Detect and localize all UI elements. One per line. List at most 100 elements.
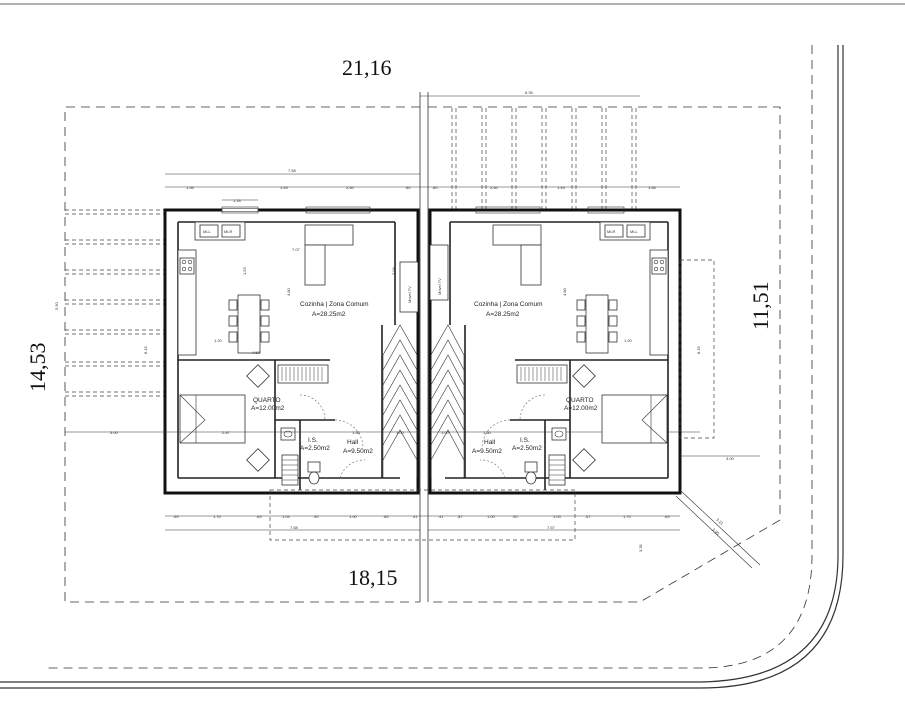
diag-dim-1: 3.21	[715, 517, 725, 526]
site-boundary-outer	[0, 45, 839, 683]
dim-quarto-287: 2.87	[222, 430, 231, 435]
dim-bottom-b8: .41	[412, 514, 418, 519]
chair-left-1	[228, 299, 238, 311]
unit-right: MLR MLL Móvel TV	[428, 206, 701, 495]
unit-right-outer-wall	[428, 208, 682, 495]
dim-left-815: 8.15	[143, 345, 148, 354]
mlr-label-right: MLR	[607, 229, 616, 234]
hall-left-name: Hall	[347, 439, 359, 446]
mll-label-left: MLL	[203, 229, 212, 234]
chair-left-5	[260, 315, 270, 327]
overall-width-bottom: 18,15	[348, 565, 398, 590]
movel-tv-left: Movel TV	[407, 286, 412, 303]
is-left-area: A=2.50m2	[300, 445, 330, 452]
dim-left-707: 7.07	[292, 247, 301, 252]
chair-right-2	[576, 315, 586, 327]
mlr-box-left	[221, 224, 241, 238]
bed-right	[601, 394, 668, 444]
quarto-left-name: QUARTO	[253, 397, 281, 404]
dim-left-450: 4.50	[252, 350, 261, 355]
counter-side-right	[649, 249, 669, 356]
dim-bottom-b14: .67	[585, 514, 591, 519]
chair-left-6	[260, 331, 270, 343]
exterior-dashed-box	[679, 259, 715, 439]
window-left-1-frame	[221, 206, 259, 214]
stove-right	[651, 257, 667, 275]
window-right-1-frame	[587, 206, 625, 214]
chair-left-2	[228, 315, 238, 327]
kitchen-left-name: Cozinha | Zona Comum	[300, 301, 369, 308]
road-centerline	[48, 45, 813, 669]
dim-bottom-b12: .50	[512, 514, 518, 519]
dim-top-total: 7.58	[288, 168, 297, 173]
dim-left-120: 1.20	[214, 338, 223, 343]
dim-hall-100-right: 1.00	[441, 430, 450, 435]
mll-box-right	[626, 224, 646, 238]
chair-right-3	[576, 331, 586, 343]
dim-right-815: 8.15	[696, 345, 701, 354]
dim-hall-150-right: 1.50	[483, 430, 492, 435]
door-swing-left-3	[339, 459, 366, 479]
dim-bottom-b7: .85	[383, 514, 389, 519]
dim-right-335: 3.35	[638, 543, 643, 552]
chair-right-4	[608, 299, 618, 311]
is-right-area: A=2.50m2	[512, 445, 542, 452]
quarto-right-name: QUARTO	[566, 397, 594, 404]
window-left-2-frame	[305, 206, 371, 214]
sofa-right-seat	[520, 244, 542, 286]
dim-left-153: 1.53	[242, 266, 247, 275]
dim-bottom-total-left: 7.58	[290, 525, 299, 530]
dim-bottom-b13: 1.03	[553, 514, 562, 519]
movel-tv-right: Móvel TV	[437, 278, 442, 295]
is-left-name: I.S.	[308, 437, 318, 444]
sofa-left-back	[304, 224, 354, 246]
overall-depth-right: 11,51	[748, 281, 773, 330]
dim-bottom-b16: .69	[664, 514, 670, 519]
kitchen-left-area: A=28.25m2	[312, 311, 346, 318]
dim-hall-100-left: 1.00	[396, 430, 405, 435]
parking-stripes-right	[451, 108, 637, 210]
stairs-right	[430, 324, 465, 478]
dim-bottom-b9: .41	[438, 514, 444, 519]
covered-area-dashed	[269, 489, 576, 541]
parking-stripes-left	[65, 209, 165, 397]
dim-bottom-b11: 1.00	[487, 514, 496, 519]
mll-label-right: MLL	[630, 229, 639, 234]
dim-bottom-total-right: 7.57	[547, 525, 556, 530]
tv-unit-right	[429, 244, 449, 301]
stove-left	[179, 257, 195, 275]
bed-left	[179, 394, 246, 444]
lot-left-outline	[64, 106, 420, 603]
wardrobe-right	[516, 364, 568, 384]
nightstand-right-1	[572, 364, 596, 388]
dim-quarto-300-left: 3.00	[110, 430, 119, 435]
diag-dim-2: 3.90	[711, 527, 721, 536]
hall-left-area: A=9.50m2	[343, 448, 373, 455]
mlr-box-right	[604, 224, 624, 238]
stairs-left	[382, 324, 418, 478]
dining-table-right	[585, 294, 609, 354]
dim-bottom-b1: .69	[173, 514, 179, 519]
dim-top-d8: 1.56	[648, 185, 657, 190]
door-swing-left-1	[299, 394, 326, 421]
toilet-right	[524, 461, 538, 473]
dim-top-small: 6.35	[525, 90, 534, 95]
mll-box-left	[199, 224, 219, 238]
dining-table-left	[237, 294, 261, 354]
chair-right-6	[608, 331, 618, 343]
chair-right-1	[576, 299, 586, 311]
tv-unit-left	[399, 261, 419, 313]
dim-top-d5: .80	[432, 185, 438, 190]
counter-side-left	[177, 249, 197, 356]
wardrobe-left	[277, 364, 329, 384]
dim-right-480: 4.80	[562, 287, 567, 296]
sink-left	[280, 427, 296, 441]
toilet-left	[307, 461, 321, 473]
door-swing-left-2	[334, 419, 364, 449]
dim-bottom-b5: .50	[313, 514, 319, 519]
window-right-2-frame	[475, 206, 541, 214]
sofa-left-seat	[304, 244, 326, 286]
nightstand-left-2	[246, 448, 270, 472]
dim-left-480: 4.80	[286, 287, 291, 296]
